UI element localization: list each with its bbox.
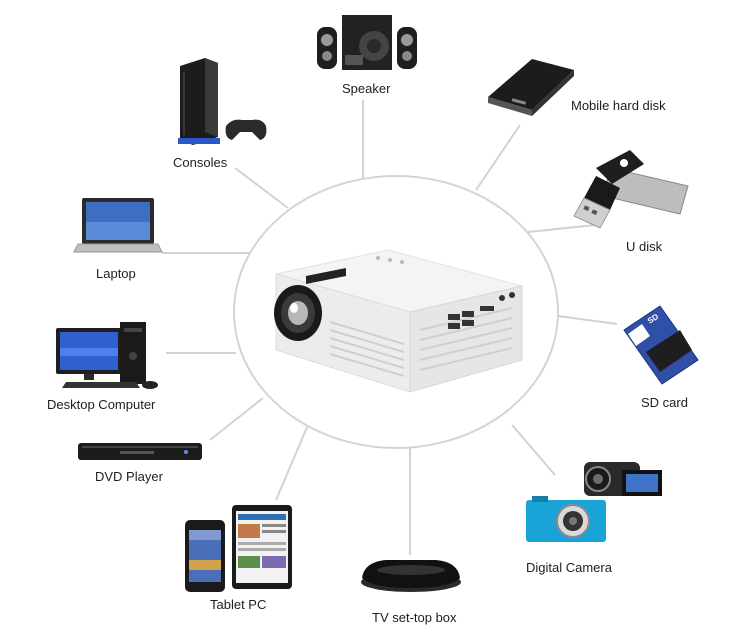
mobile-hard-disk-label: Mobile hard disk (571, 98, 666, 113)
dvd-player-icon (78, 443, 202, 460)
speaker-icon (317, 15, 417, 70)
digital-camera-label: Digital Camera (526, 560, 612, 575)
projector-icon (274, 249, 523, 393)
connector-dvd (209, 397, 264, 441)
connector-sd (557, 315, 618, 325)
connector-tablet (275, 424, 309, 501)
tv-set-top-box-label: TV set-top box (372, 610, 457, 625)
usb-drive-icon (573, 150, 689, 229)
dvd-player-label: DVD Player (95, 469, 163, 484)
sd-card-label: SD card (641, 395, 688, 410)
u-disk-label: U disk (626, 239, 663, 254)
hard-disk-icon (488, 59, 574, 116)
laptop-label: Laptop (96, 266, 136, 281)
camera-icon (526, 462, 662, 542)
sd-card-icon: SD (623, 305, 699, 385)
connector-disk (475, 124, 521, 191)
desktop-computer-icon (56, 322, 158, 389)
tablet-pc-label: Tablet PC (210, 597, 267, 612)
game-console-icon (178, 58, 267, 145)
laptop-icon (73, 198, 163, 253)
connector-consoles (234, 167, 289, 209)
set-top-box-icon (361, 560, 461, 592)
speaker-label: Speaker (342, 81, 391, 96)
connector-lines (162, 100, 618, 555)
tablet-icon (185, 505, 292, 592)
connector-udisk (527, 224, 596, 233)
consoles-label: Consoles (173, 155, 228, 170)
connector-camera (511, 424, 556, 476)
desktop-computer-label: Desktop Computer (47, 397, 156, 412)
